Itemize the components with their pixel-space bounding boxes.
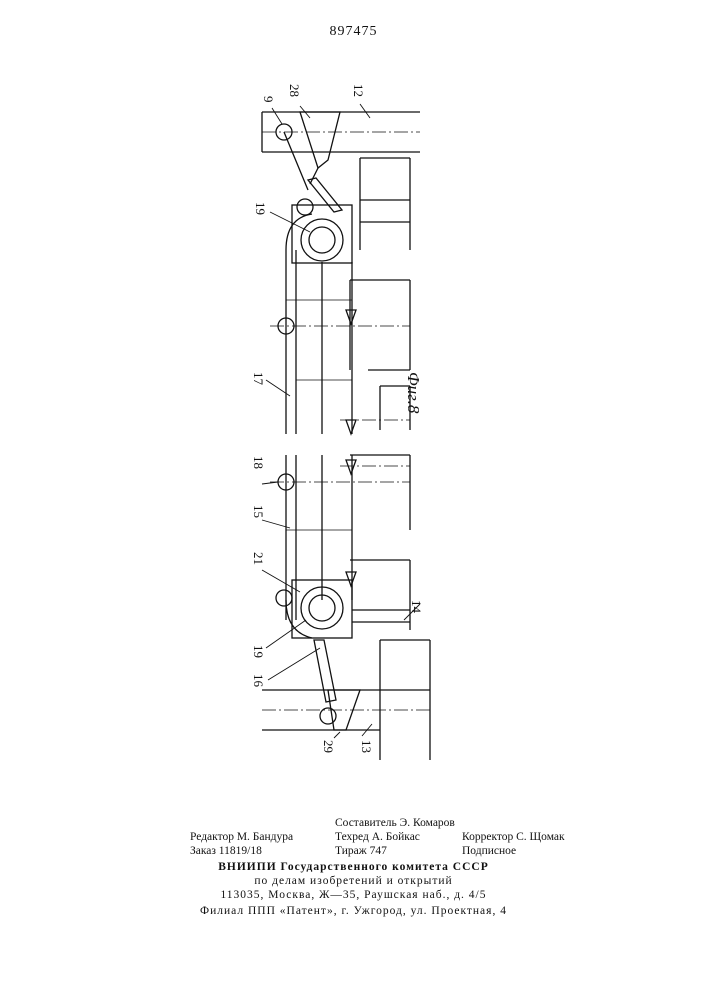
- callout-29: 29: [321, 740, 336, 753]
- callout-15: 15: [251, 505, 266, 518]
- callout-17: 17: [251, 372, 266, 386]
- technical-drawing: 9 28 12 19 17 18 15 21 19 16 14 29 13 Фи…: [0, 0, 707, 800]
- bracket-28: [276, 112, 340, 190]
- callout-16: 16: [251, 674, 266, 688]
- bracket-16: [314, 640, 360, 730]
- org-line-3: 113035, Москва, Ж—35, Раушская наб., д. …: [0, 888, 707, 903]
- frame-17: [270, 250, 410, 434]
- org-line-2: по делам изобретений и открытий: [0, 874, 707, 889]
- callout-18: 18: [251, 456, 266, 469]
- callout-9: 9: [261, 96, 276, 103]
- branch-line: Филиал ППП «Патент», г. Ужгород, ул. Про…: [0, 904, 707, 919]
- corrector-line: Корректор С. Щомак: [462, 830, 565, 844]
- editor-line: Редактор М. Бандура: [190, 830, 293, 844]
- callout-labels: 9 28 12 19 17 18 15 21 19 16 14 29 13 Фи…: [251, 84, 424, 753]
- compiler-line: Составитель Э. Комаров: [335, 816, 455, 830]
- techred-line: Техред А. Бойкас: [335, 830, 420, 844]
- callout-14: 14: [409, 600, 424, 614]
- callout-12: 12: [351, 84, 366, 97]
- frame-15: [270, 455, 410, 630]
- callout-28: 28: [287, 84, 302, 97]
- circulation-line: Тираж 747: [335, 844, 387, 858]
- callout-21: 21: [251, 552, 266, 565]
- figure-label: Фиг.8: [404, 372, 423, 414]
- lower-conveyor-13: [262, 640, 430, 760]
- callout-13: 13: [359, 740, 374, 753]
- callout-19-upper: 19: [253, 202, 268, 215]
- callout-19-lower: 19: [251, 645, 266, 658]
- order-line: Заказ 11819/18: [190, 844, 262, 858]
- subscription-line: Подписное: [462, 844, 516, 858]
- upper-conveyor-12: [262, 112, 420, 152]
- org-line-1: ВНИИПИ Государственного комитета СССР: [0, 860, 707, 875]
- upper-right-frame: [350, 158, 410, 430]
